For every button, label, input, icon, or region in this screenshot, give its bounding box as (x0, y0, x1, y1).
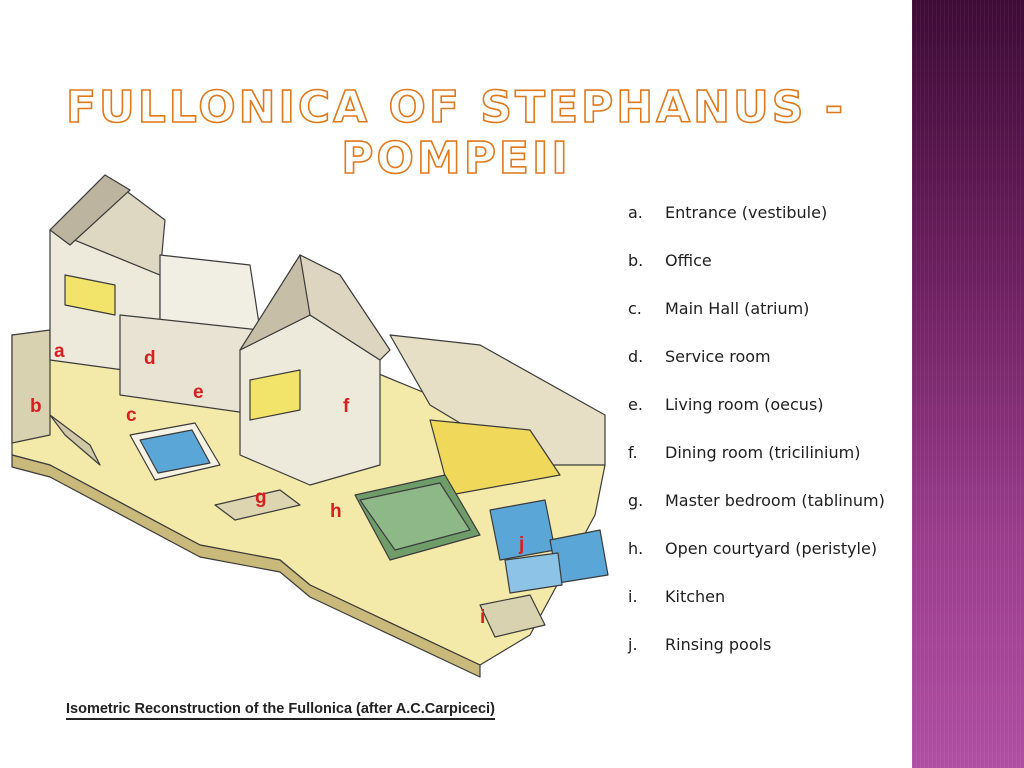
decorative-side-band (912, 0, 1024, 768)
legend-text: Living room (oecus) (665, 395, 824, 414)
label-b: b (30, 396, 42, 417)
legend-letter: a. (628, 203, 643, 222)
figure-caption: Isometric Reconstruction of the Fullonic… (66, 701, 495, 720)
label-a: a (54, 341, 65, 362)
room-labels: a b c d e f g h i j (30, 341, 524, 628)
legend-item: j. Rinsing pools (628, 635, 885, 683)
legend-letter: b. (628, 251, 644, 270)
legend-letter: e. (628, 395, 643, 414)
legend-item: c. Main Hall (atrium) (628, 299, 885, 347)
legend-item: e. Living room (oecus) (628, 395, 885, 443)
legend-item: b. Office (628, 251, 885, 299)
legend-text: Service room (665, 347, 771, 366)
label-e: e (193, 382, 204, 403)
legend-text: Master bedroom (tablinum) (665, 491, 885, 510)
label-i: i (480, 607, 485, 628)
legend-text: Dining room (tricilinium) (665, 443, 861, 462)
legend-text: Entrance (vestibule) (665, 203, 828, 222)
legend-text: Open courtyard (peristyle) (665, 539, 878, 558)
label-d: d (144, 348, 156, 369)
legend-letter: h. (628, 539, 644, 558)
label-j: j (518, 534, 524, 555)
label-h: h (330, 501, 342, 522)
legend-letter: i. (628, 587, 638, 606)
legend-item: i. Kitchen (628, 587, 885, 635)
plan-drawing (11, 174, 609, 678)
legend-item: d. Service room (628, 347, 885, 395)
legend-letter: g. (628, 491, 644, 510)
legend-text: Main Hall (atrium) (665, 299, 810, 318)
label-c: c (126, 405, 137, 426)
legend-item: f. Dining room (tricilinium) (628, 443, 885, 491)
legend-item: a. Entrance (vestibule) (628, 203, 885, 251)
legend-text: Office (665, 251, 712, 270)
legend-text: Kitchen (665, 587, 726, 606)
legend-item: h. Open courtyard (peristyle) (628, 539, 885, 587)
isometric-plan-illustration: a b c d e f g h i j (11, 174, 609, 678)
legend-letter: f. (628, 443, 638, 462)
legend-item: g. Master bedroom (tablinum) (628, 491, 885, 539)
room-legend: a. Entrance (vestibule) b. Office c. Main H… (628, 203, 885, 683)
legend-letter: d. (628, 347, 644, 366)
label-f: f (343, 396, 350, 417)
legend-text: Rinsing pools (665, 635, 772, 654)
slide-title: Fullonica of Stephanus - Pompeii (65, 81, 847, 185)
label-g: g (255, 487, 267, 508)
legend-letter: j. (628, 635, 638, 654)
legend-letter: c. (628, 299, 642, 318)
